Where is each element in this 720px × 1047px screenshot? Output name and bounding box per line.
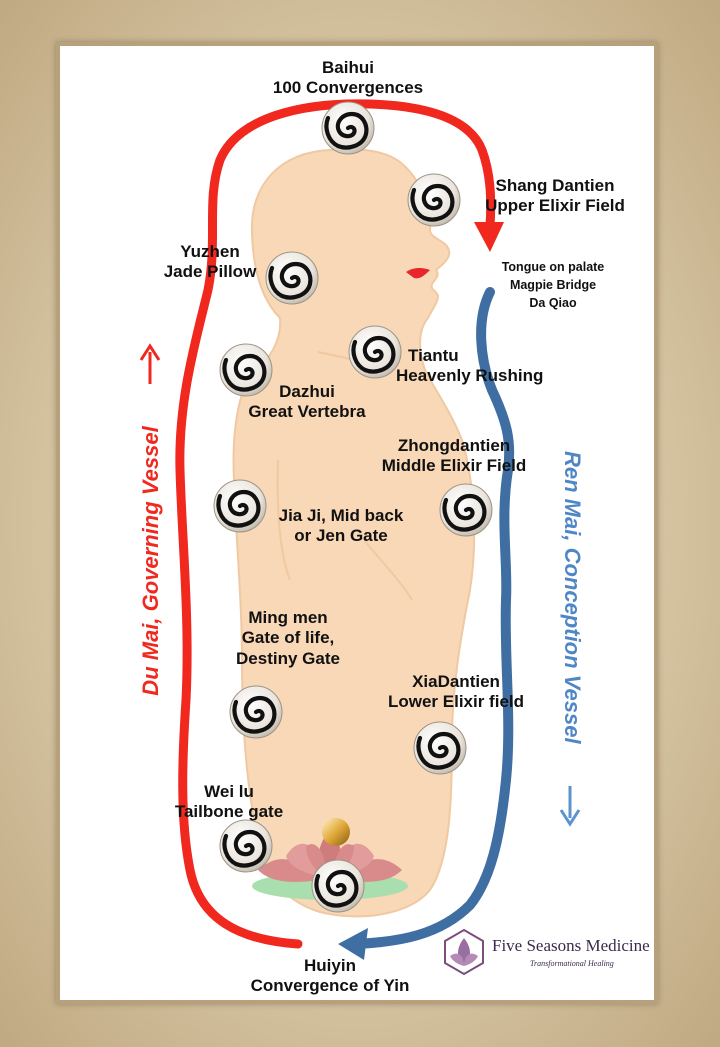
- body-inner-line: [276, 459, 291, 581]
- point-name: Zhongdantien: [397, 436, 511, 455]
- arrow-down-icon: [559, 786, 581, 827]
- spiral-icon: [230, 686, 282, 738]
- point-translation: Lower Elixir field: [387, 692, 525, 712]
- spiral-icon: [408, 174, 460, 226]
- mouth-icon: [406, 268, 430, 279]
- point-name: Wei lu: [204, 782, 254, 801]
- spiral-icon: [440, 484, 492, 536]
- du-mai-channel: [175, 99, 496, 949]
- point-name: Shang Dantien: [495, 176, 615, 195]
- body-inner-line: [317, 351, 356, 361]
- label-dazhui: Dazhui Great Vertebra: [232, 382, 382, 423]
- spiral-icon: [349, 326, 401, 378]
- spiral-icon: [414, 722, 466, 774]
- point-translation: Gate of life,: [241, 628, 335, 648]
- spiral-icon: [220, 820, 272, 872]
- point-translation: or Jen Gate: [294, 526, 388, 546]
- brand-tagline: Transformational Healing: [530, 959, 614, 968]
- point-translation: Middle Elixir Field: [381, 456, 527, 476]
- pearl-icon: [322, 818, 350, 846]
- point-name: Tongue on palate: [501, 260, 605, 274]
- point-translation: Jade Pillow: [163, 262, 257, 282]
- point-translation: 100 Convergences: [272, 78, 424, 98]
- label-tongue-on-palate: Tongue on palate Magpie Bridge Da Qiao: [488, 258, 618, 312]
- label-huiyin: Huiyin Convergence of Yin: [222, 956, 438, 997]
- ren-mai-channel: [350, 287, 515, 949]
- label-shang-dantien: Shang Dantien Upper Elixir Field: [460, 176, 650, 217]
- label-baihui: Baihui 100 Convergences: [258, 58, 438, 99]
- body-inner-line: [363, 539, 413, 601]
- label-xiadantien: XiaDantien Lower Elixir field: [376, 672, 536, 713]
- point-name: Yuzhen: [180, 242, 240, 261]
- point-name: Tiantu: [408, 346, 459, 365]
- point-translation: Destiny Gate: [236, 648, 340, 668]
- brand-logo: Five Seasons Medicine Transformational H…: [440, 932, 650, 978]
- spiral-icon: [214, 480, 266, 532]
- spiral-icon: [322, 102, 374, 154]
- point-translation: Great Vertebra: [248, 402, 366, 422]
- point-translation: Heavenly Rushing: [396, 366, 544, 386]
- label-tiantu: Tiantu Heavenly Rushing: [396, 346, 564, 387]
- point-name: Baihui: [322, 58, 374, 77]
- arrow-up-icon: [139, 343, 161, 384]
- point-name: Jia Ji, Mid back: [278, 506, 404, 525]
- du-mai-arrowhead: [474, 222, 504, 252]
- point-translation: Magpie Bridge: [509, 278, 597, 293]
- label-wei-lu: Wei lu Tailbone gate: [164, 782, 294, 823]
- point-name: Dazhui: [279, 382, 335, 401]
- point-name: XiaDantien: [412, 672, 500, 691]
- label-yuzhen: Yuzhen Jade Pillow: [150, 242, 270, 283]
- label-zhongdantien: Zhongdantien Middle Elixir Field: [368, 436, 540, 477]
- ren-mai-arrowhead: [338, 928, 368, 960]
- point-translation: Da Qiao: [529, 296, 577, 311]
- point-translation: Upper Elixir Field: [485, 196, 625, 216]
- label-jia-ji: Jia Ji, Mid back or Jen Gate: [266, 506, 416, 547]
- brand-name: Five Seasons Medicine: [492, 936, 650, 955]
- label-ming-men: Ming men Gate of life, Destiny Gate: [218, 608, 358, 669]
- du-mai-label: Du Mai, Governing Vessel: [138, 426, 163, 696]
- lotus-logo-icon: [444, 928, 484, 976]
- spiral-icon: [266, 252, 318, 304]
- point-translation: Tailbone gate: [174, 802, 284, 822]
- point-translation: Convergence of Yin: [250, 976, 410, 996]
- ren-mai-label: Ren Mai, Conception Vessel: [560, 451, 585, 744]
- point-name: Ming men: [248, 608, 328, 627]
- point-name: Huiyin: [304, 956, 356, 975]
- spiral-icon: [312, 860, 364, 912]
